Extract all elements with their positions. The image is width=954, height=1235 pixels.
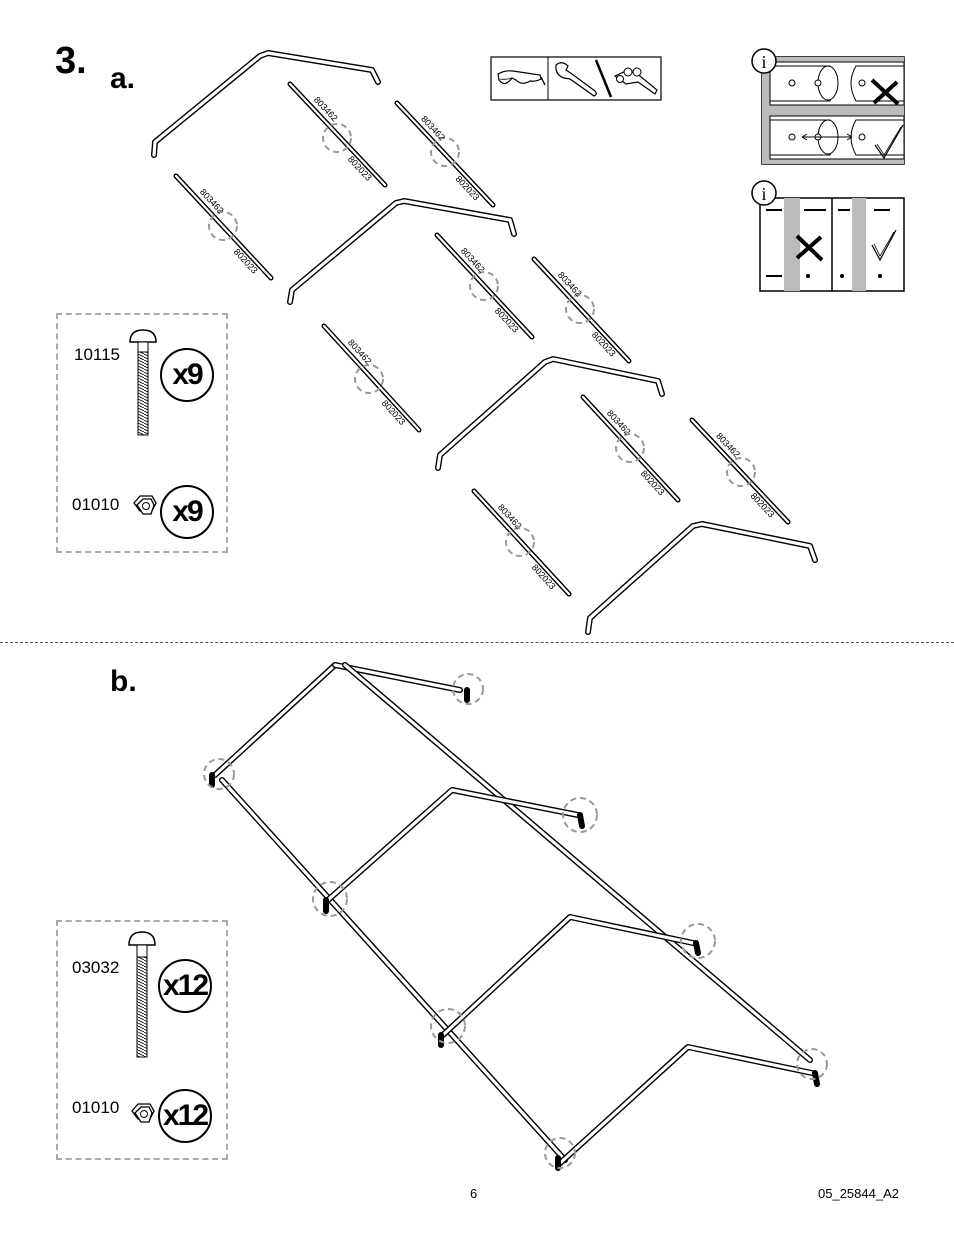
info-icon: i [751,180,777,206]
page-number: 6 [470,1186,478,1201]
rod-part-label: 802023 [749,491,777,520]
rod-part-label: 803462 [459,246,487,275]
connecting-rod [173,173,274,281]
part-code-nut-a: 01010 [72,495,120,514]
connecting-rod [287,81,388,188]
qty-badge-bolt-b: x12 [158,959,212,1013]
roof-frame-1 [151,50,381,158]
substep-a-label: a. [110,62,136,95]
connecting-rod [434,232,535,340]
rod-part-label: 802023 [493,306,521,335]
roof-frame-4 [585,521,818,635]
part-code-nut-b: 01010 [72,1098,120,1117]
rod-part-label: 803462 [312,95,340,124]
connecting-rod [689,417,791,525]
rod-part-label: 803462 [346,337,374,366]
rod-part-label: 802023 [346,154,374,183]
qty-badge-nut-a: x9 [160,485,214,539]
part-code-bolt-b: 03032 [72,958,120,977]
rod-part-label: 803462 [419,114,447,143]
roof-frame-3 [435,356,665,471]
connecting-rod [471,488,572,597]
safety-glasses-icon [497,70,546,86]
rod-part-label: 803462 [496,502,524,531]
rod-part-label: 803462 [714,431,742,460]
rod-part-label: 802023 [530,562,558,591]
document-code: 05_25844_A2 [818,1186,899,1201]
rod-part-label: 802023 [454,174,482,203]
rod-part-label: 803462 [198,187,226,216]
connecting-rod [394,100,496,208]
connecting-rod [321,323,422,433]
part-code-bolt-a: 10115 [74,345,121,364]
connecting-rod [580,394,681,503]
svg-text:i: i [761,52,766,72]
roof-frame-2 [287,198,517,305]
step-number: 3. [55,40,87,82]
section-divider [0,642,954,643]
qty-badge-bolt-a: x9 [160,348,214,402]
rod-part-label: 803462 [556,270,584,299]
qty-badge-nut-b: x12 [158,1089,212,1143]
rod-part-label: 802023 [232,247,260,276]
rod-part-label: 803462 [605,408,633,437]
rod-part-label: 802023 [590,330,618,359]
connecting-rod [531,256,632,364]
assembled-frame [209,662,820,1171]
substep-b-label: b. [110,665,137,698]
info-icon: i [751,48,777,74]
svg-text:i: i [761,184,766,204]
wrench-icon [555,62,597,97]
rod-part-label: 802023 [380,398,408,427]
rod-part-label: 802023 [639,468,667,497]
socket-wrench-icon [613,67,658,95]
